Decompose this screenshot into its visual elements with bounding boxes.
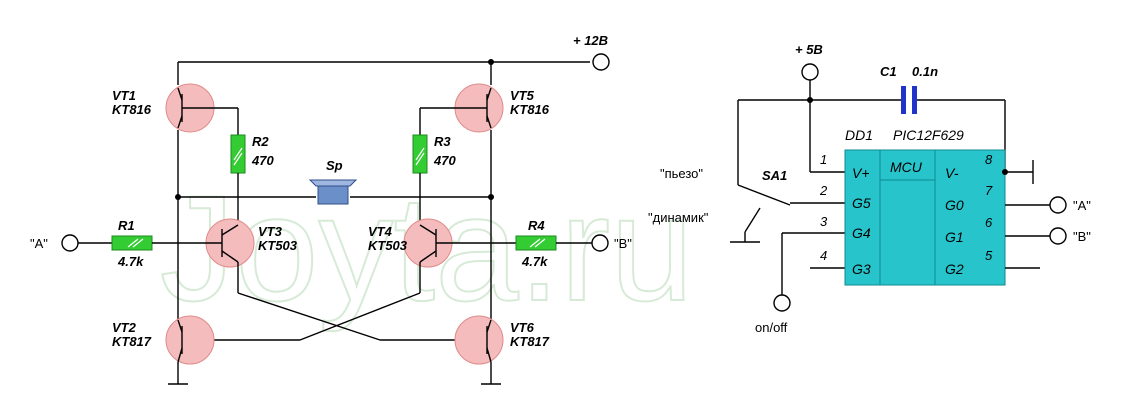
resistor-r3: R3 470 [412,134,456,174]
pin5-num: 5 [985,248,993,263]
pin4-name: G3 [852,261,871,277]
pin8-name: V- [945,165,959,181]
switch-pos-piezo: "пьезо" [660,166,703,181]
pin2-num: 2 [819,183,828,198]
vt1-ref: VT1 [112,88,136,103]
capacitor-c1: C1 0.1n [880,64,938,114]
output-b-label: "B" [1073,229,1091,244]
vt3-ref: VT3 [258,224,283,239]
output-a-label: "A" [1073,198,1091,213]
transistor-vt6: VT6 KT817 [454,315,550,365]
mcu-part: PIC12F629 [893,127,964,143]
transistor-vt2: VT2 KT817 [112,315,215,365]
vt6-ref: VT6 [510,320,535,335]
speaker: Sp [308,158,358,205]
r4-ref: R4 [528,218,545,233]
mcu-chip: MCU DD1 PIC12F629 V+ G5 G4 G3 V- G0 G1 G… [844,127,1006,286]
pin7-num: 7 [985,183,993,198]
vt2-type: KT817 [112,334,152,349]
pin3-name: G4 [852,225,871,241]
vt5-ref: VT5 [510,88,535,103]
vt2-ref: VT2 [112,320,137,335]
c1-value: 0.1n [912,64,938,79]
output-a-terminal [1049,196,1067,214]
pin5-name: G2 [945,261,964,277]
vt4-type: KT503 [368,238,408,253]
onoff-label: on/off [755,320,788,335]
v12-label: + 12B [573,33,608,48]
transistor-vt5: VT5 KT816 [420,83,550,133]
pin3-num: 3 [820,214,828,229]
pin1-name: V+ [852,165,870,181]
pin7-name: G0 [945,197,964,213]
vt5-type: KT816 [510,102,550,117]
resistor-r1: R1 4.7k [111,218,153,269]
pin6-name: G1 [945,229,964,245]
pin1-num: 1 [820,152,827,167]
transistor-vt4: VT4 KT503 [368,218,453,268]
onoff-terminal [773,294,791,312]
speaker-label: Sp [326,158,343,173]
mcu-ref: DD1 [845,127,873,143]
input-b-label: "B" [614,236,632,251]
v12-terminal [592,53,610,71]
switch-pos-speaker: "динамик" [648,210,709,225]
vt6-type: KT817 [510,334,550,349]
mcu-core-label: MCU [890,159,923,175]
r1-ref: R1 [118,218,135,233]
pin4-num: 4 [820,248,827,263]
r4-value: 4.7k [521,254,548,269]
vt4-ref: VT4 [368,224,393,239]
resistor-r4: R4 4.7k [515,218,557,269]
vt1-type: KT816 [112,102,152,117]
r3-ref: R3 [434,134,451,149]
v5-label: + 5B [795,42,823,57]
pin6-num: 6 [985,215,993,230]
h-bridge: + 12B VT1 KT816 VT5 KT [30,33,632,385]
r1-value: 4.7k [117,254,144,269]
vt3-type: KT503 [258,238,298,253]
input-a-terminal [61,234,79,252]
mcu-circuit: + 5B C1 0.1n "пьезо" "динамик" SA1 on/ [648,42,1091,335]
pin8-num: 8 [985,152,993,167]
v5-terminal [801,63,819,81]
resistor-r2: R2 470 [230,134,274,174]
input-b-terminal [591,234,609,252]
transistor-vt1: VT1 KT816 [112,83,238,133]
output-b-terminal [1049,227,1067,245]
r2-value: 470 [251,153,274,168]
c1-ref: C1 [880,64,897,79]
r3-value: 470 [433,153,456,168]
switch-ref: SA1 [762,168,787,183]
pin2-name: G5 [852,195,871,211]
input-a-label: "A" [30,236,48,251]
r2-ref: R2 [252,134,269,149]
